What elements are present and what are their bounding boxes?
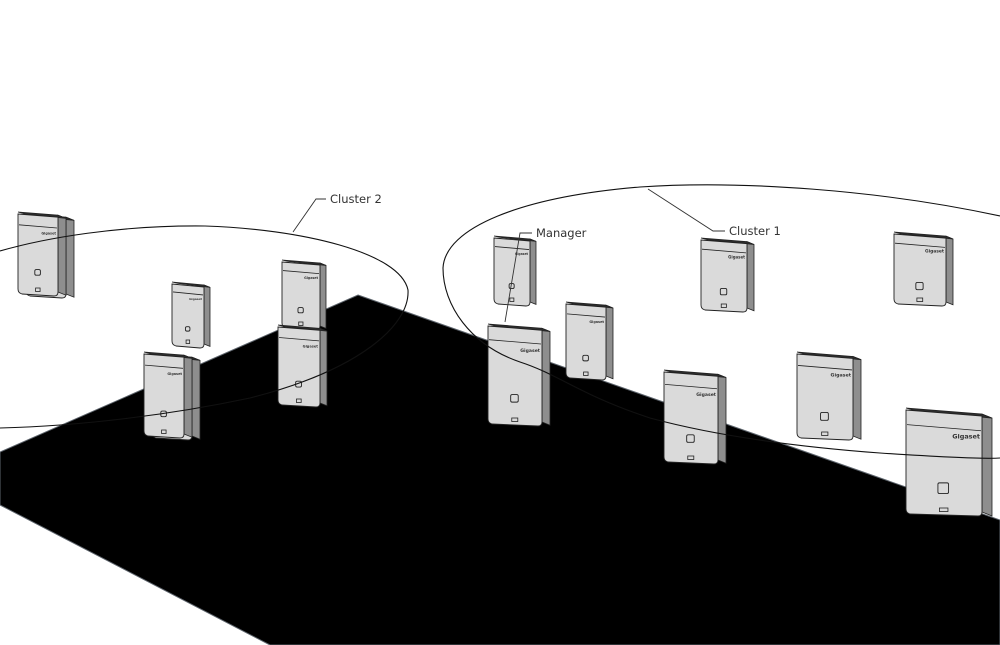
device-c1-front-2: Gigaset bbox=[663, 369, 727, 465]
device-c1-front-3: Gigaset bbox=[796, 351, 862, 441]
device-c2-front-right: Gigaset bbox=[277, 324, 328, 408]
cluster-2-ring bbox=[0, 225, 409, 429]
device-brand-text: Gigaset bbox=[696, 392, 717, 398]
cluster-1-ring bbox=[442, 184, 1000, 459]
device-c1-front-1: Gigaset bbox=[565, 301, 614, 381]
device-manager: Gigaset bbox=[487, 323, 551, 427]
device-brand-text: Gigaset bbox=[520, 348, 541, 354]
device-c1-mid-1: Gigaset bbox=[493, 235, 537, 307]
devices-group: GigasetGigasetGigasetGigasetGigasetGigas… bbox=[17, 211, 993, 517]
device-c1-back-1: Gigaset bbox=[700, 237, 755, 313]
cluster-1-label: Cluster 1 bbox=[729, 224, 781, 238]
manager-label: Manager bbox=[536, 226, 587, 240]
device-brand-text: Gigaset bbox=[515, 252, 529, 256]
floor-plane bbox=[0, 294, 1000, 645]
device-c2-back-right: Gigaset bbox=[281, 259, 327, 331]
device-brand-text: Gigaset bbox=[189, 297, 202, 301]
device-brand-text: Gigaset bbox=[303, 344, 319, 348]
device-brand-text: Gigaset bbox=[925, 249, 944, 255]
cluster-2-label: Cluster 2 bbox=[330, 192, 382, 206]
device-c1-front-4: Gigaset bbox=[905, 407, 993, 517]
manager-leader bbox=[504, 232, 532, 323]
device-brand-text: Gigaset bbox=[41, 232, 56, 236]
device-brand-text: Gigaset bbox=[728, 254, 745, 259]
device-brand-text: Gigaset bbox=[304, 276, 318, 280]
device-brand-text: Gigaset bbox=[589, 320, 604, 324]
device-c2-mid-small: Gigaset bbox=[171, 281, 211, 349]
device-brand-text: Gigaset bbox=[167, 372, 182, 376]
cluster-1-leader bbox=[647, 188, 725, 232]
device-brand-text: Gigaset bbox=[831, 373, 852, 379]
device-c1-back-2: Gigaset bbox=[893, 231, 954, 307]
device-brand-text: Gigaset bbox=[952, 433, 980, 441]
cluster-2-leader bbox=[292, 198, 326, 233]
